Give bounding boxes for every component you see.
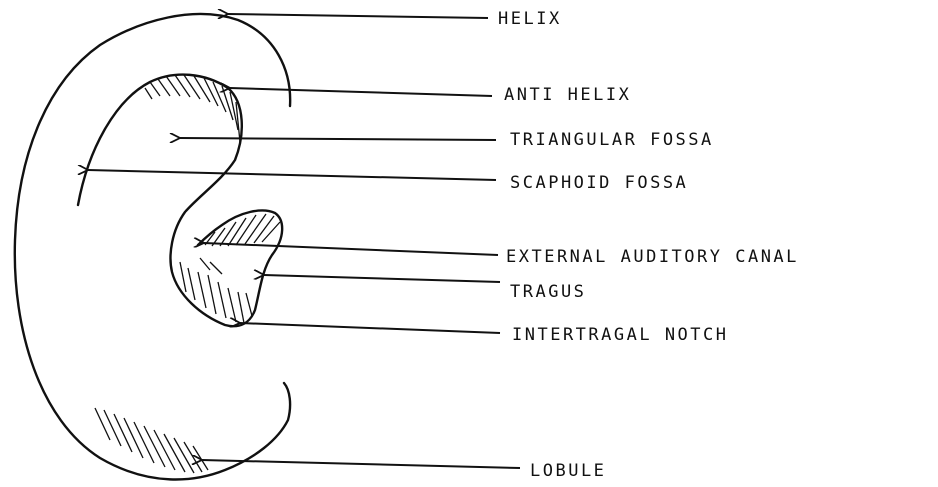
helix-outline (15, 14, 290, 479)
intertragal-notch-pointer (240, 323, 500, 333)
label-lobule: LOBULE (530, 461, 606, 481)
antihelix-shading (145, 75, 240, 142)
label-helix: HELIX (498, 9, 562, 29)
helix-pointer (228, 14, 488, 18)
external-auditory-canal-pointer (204, 243, 498, 255)
antihelix-pointer (230, 88, 492, 96)
tragus-pointer (264, 275, 500, 282)
tragus-shading (180, 258, 252, 323)
label-external-auditory-canal: EXTERNAL AUDITORY CANAL (506, 247, 799, 267)
label-triangular-fossa: TRIANGULAR FOSSA (510, 130, 714, 150)
labels: HELIX ANTI HELIX TRIANGULAR FOSSA SCAPHO… (498, 9, 799, 481)
label-scaphoid-fossa: SCAPHOID FOSSA (510, 173, 688, 193)
antihelix-outline (78, 75, 282, 327)
ear-drawing (15, 14, 290, 479)
label-intertragal-notch: INTERTRAGAL NOTCH (512, 325, 729, 345)
label-antihelix: ANTI HELIX (504, 85, 631, 105)
lobule-pointer (202, 460, 520, 468)
triangular-fossa-pointer (180, 138, 496, 140)
pointer-lines (88, 14, 520, 468)
label-tragus: TRAGUS (510, 282, 586, 302)
scaphoid-fossa-pointer (88, 170, 496, 180)
